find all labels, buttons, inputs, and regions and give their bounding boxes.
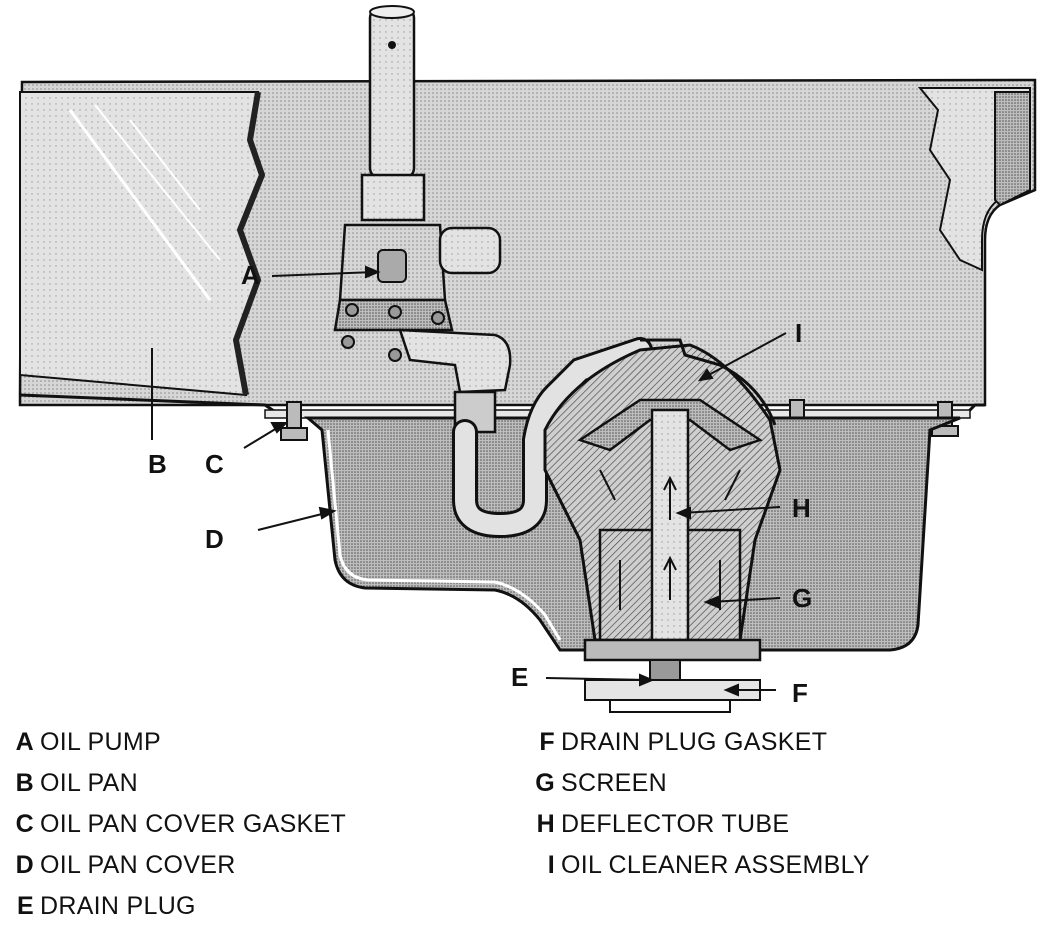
callout-d: D bbox=[205, 524, 224, 554]
callout-h: H bbox=[792, 493, 811, 523]
oil-pump bbox=[333, 5, 653, 539]
legend-label: DRAIN PLUG bbox=[40, 892, 196, 920]
legend-label: DRAIN PLUG GASKET bbox=[561, 728, 828, 756]
callout-c: C bbox=[205, 449, 224, 479]
legend-label: OIL PUMP bbox=[40, 728, 161, 756]
callout-e: E bbox=[511, 662, 528, 692]
oil-pan bbox=[18, 78, 1037, 407]
legend-letter: F bbox=[539, 728, 555, 756]
legend-letter: A bbox=[15, 728, 34, 756]
callout-g: G bbox=[792, 583, 812, 613]
callout-a: A bbox=[241, 260, 260, 290]
oil-cleaner-assembly bbox=[543, 338, 782, 713]
legend-letter: I bbox=[547, 851, 555, 879]
leader-lines bbox=[151, 265, 787, 697]
callout-i: I bbox=[795, 318, 802, 348]
callout-f: F bbox=[792, 678, 808, 708]
callout-b: B bbox=[148, 449, 167, 479]
legend-label: OIL PAN bbox=[40, 769, 138, 797]
legend-letter: H bbox=[536, 810, 555, 838]
legend-letter: G bbox=[535, 769, 555, 797]
legend-label: OIL PAN COVER GASKET bbox=[40, 810, 347, 838]
legend-label: SCREEN bbox=[561, 769, 667, 797]
legend-label: OIL CLEANER ASSEMBLY bbox=[561, 851, 870, 879]
legend-label: OIL PAN COVER bbox=[40, 851, 236, 879]
legend-label: DEFLECTOR TUBE bbox=[561, 810, 790, 838]
legend-letter: D bbox=[15, 851, 34, 879]
legend-letter: B bbox=[15, 769, 34, 797]
legend-letter: C bbox=[15, 810, 34, 838]
oil-pan-cutaway-diagram: A B C D E F G H I bbox=[18, 5, 1037, 713]
legend-letter: E bbox=[17, 892, 34, 920]
